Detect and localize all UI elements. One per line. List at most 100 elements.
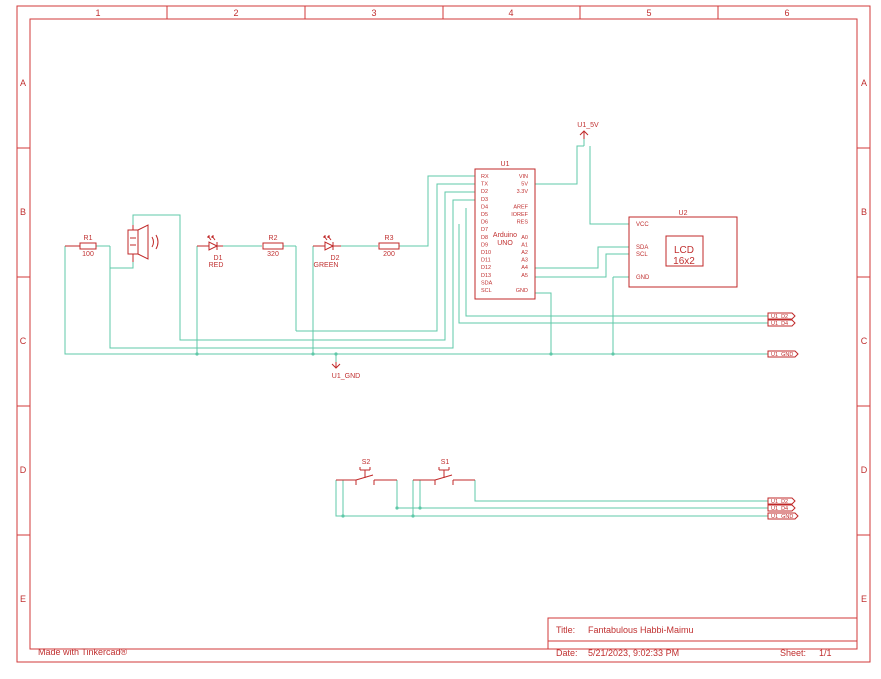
resistor-r2[interactable]: R2 320 [262, 235, 284, 258]
u2-name-1: LCD [674, 245, 694, 256]
u1-right-pin: A1 [521, 242, 528, 248]
row-labels: A B C D E A B C D E [20, 78, 868, 604]
sheet-value: 1/1 [819, 648, 832, 658]
u1-ref: U1 [501, 161, 510, 168]
col-label: 6 [784, 8, 789, 18]
title-value: Fantabulous Habbi-Maimu [588, 625, 694, 635]
u1-right-pin: A3 [521, 258, 528, 264]
u1-right-pin: RES [517, 220, 529, 226]
d1-ref: D1 [214, 255, 223, 262]
u1-left-pin: D2 [481, 189, 488, 195]
col-label: 4 [508, 8, 513, 18]
row-label: A [861, 78, 867, 88]
title-block: Title: Fantabulous Habbi-Maimu Date: 5/2… [547, 617, 858, 658]
u1-name-2: UNO [497, 240, 513, 247]
tinkercad-credit: Made with Tinkercad® [38, 647, 128, 657]
r3-ref: R3 [385, 235, 394, 242]
net-tag: U1_D2 [771, 499, 788, 505]
col-label: 5 [646, 8, 651, 18]
col-label: 1 [95, 8, 100, 18]
arduino-u1[interactable]: U1 Arduino UNO RXTXD2D3D4D5D6D7D8D9D10D1… [474, 161, 536, 300]
col-label: 2 [233, 8, 238, 18]
switch-s2[interactable]: S2 [336, 459, 397, 485]
u1-right-pin: A5 [521, 273, 528, 279]
u1-right-pin: AREF [513, 204, 528, 210]
u1-left-pin: D9 [481, 242, 488, 248]
u1-right-pin: IOREF [511, 212, 528, 218]
row-label: C [861, 336, 868, 346]
u1-left-pin: D5 [481, 212, 488, 218]
s1-ref: S1 [441, 459, 450, 466]
u1-left-pin: D8 [481, 235, 488, 241]
sheet-frame [16, 5, 871, 663]
date-value: 5/21/2023, 9:02:33 PM [588, 648, 679, 658]
row-label: D [861, 465, 868, 475]
led-d2[interactable]: D2 GREEN [313, 235, 341, 269]
net-tag: U1_D4 [771, 321, 788, 327]
led-d1[interactable]: D1 RED [197, 235, 224, 269]
d2-value: GREEN [314, 262, 339, 269]
u2-pin: GND [636, 275, 650, 281]
power-5v-symbol: U1_5V [577, 122, 599, 139]
u1-left-pin: D10 [481, 250, 491, 256]
wires [64, 139, 768, 517]
row-label: C [20, 336, 27, 346]
u2-pin: SCL [636, 252, 648, 258]
u1-left-pin: D6 [481, 220, 488, 226]
r3-value: 200 [383, 251, 395, 258]
u1-left-pin: D12 [481, 265, 491, 271]
switch-s1[interactable]: S1 [413, 459, 475, 485]
row-label: B [20, 207, 26, 217]
ground-symbol: U1_GND [331, 362, 360, 380]
u2-pin: SDA [636, 245, 648, 251]
net-tags-bottom: U1_D2 U1_D4 U1_GND [767, 497, 799, 520]
u2-name-2: 16x2 [673, 256, 695, 267]
u1-left-pin: SCL [481, 288, 492, 294]
r1-value: 100 [82, 251, 94, 258]
row-label: B [861, 207, 867, 217]
row-label: A [20, 78, 26, 88]
net-tag: U1_GND [771, 514, 793, 520]
u1-left-pin: D4 [481, 204, 488, 210]
net-tag: U1_D2 [771, 314, 788, 320]
net-tag: U1_D4 [771, 506, 788, 512]
d2-ref: D2 [331, 255, 340, 262]
u1-left-pin: D11 [481, 258, 491, 264]
r2-ref: R2 [269, 235, 278, 242]
u2-ref: U2 [679, 210, 688, 217]
u1-right-pin: GND [516, 288, 528, 294]
u1-left-pin: D3 [481, 197, 488, 203]
r2-value: 320 [267, 251, 279, 258]
junctions [195, 352, 615, 518]
row-label: D [20, 465, 27, 475]
u1-right-pin: A4 [521, 265, 528, 271]
s2-ref: S2 [362, 459, 371, 466]
lcd-u2[interactable]: U2 VCC SDA SCL GND LCD 16x2 [628, 210, 738, 288]
sheet-label: Sheet: [780, 648, 806, 658]
date-label: Date: [556, 648, 578, 658]
u1-left-pin: SDA [481, 280, 493, 286]
net-5v-label: U1_5V [577, 122, 599, 129]
col-label: 3 [371, 8, 376, 18]
column-labels: 1 2 3 4 5 6 [95, 8, 789, 18]
u1-left-pin: D7 [481, 227, 488, 233]
u1-right-pin: 5V [521, 182, 528, 188]
title-label: Title: [556, 625, 575, 635]
u1-right-pin: VIN [519, 174, 528, 180]
r1-ref: R1 [84, 235, 93, 242]
row-label: E [861, 594, 867, 604]
resistor-r1[interactable]: R1 100 [65, 235, 97, 258]
resistor-r3[interactable]: R3 200 [378, 235, 400, 258]
net-gnd-label: U1_GND [332, 373, 360, 380]
d1-value: RED [209, 262, 224, 269]
u1-right-pin: A0 [521, 235, 528, 241]
u1-left-pin: D13 [481, 273, 491, 279]
net-tags-top: U1_D2 U1_D4 U1_GND [767, 312, 799, 358]
u1-name-1: Arduino [493, 232, 517, 239]
u1-right-pin: 3.3V [517, 189, 529, 195]
u2-pin: VCC [636, 222, 649, 228]
buzzer[interactable] [110, 214, 159, 269]
